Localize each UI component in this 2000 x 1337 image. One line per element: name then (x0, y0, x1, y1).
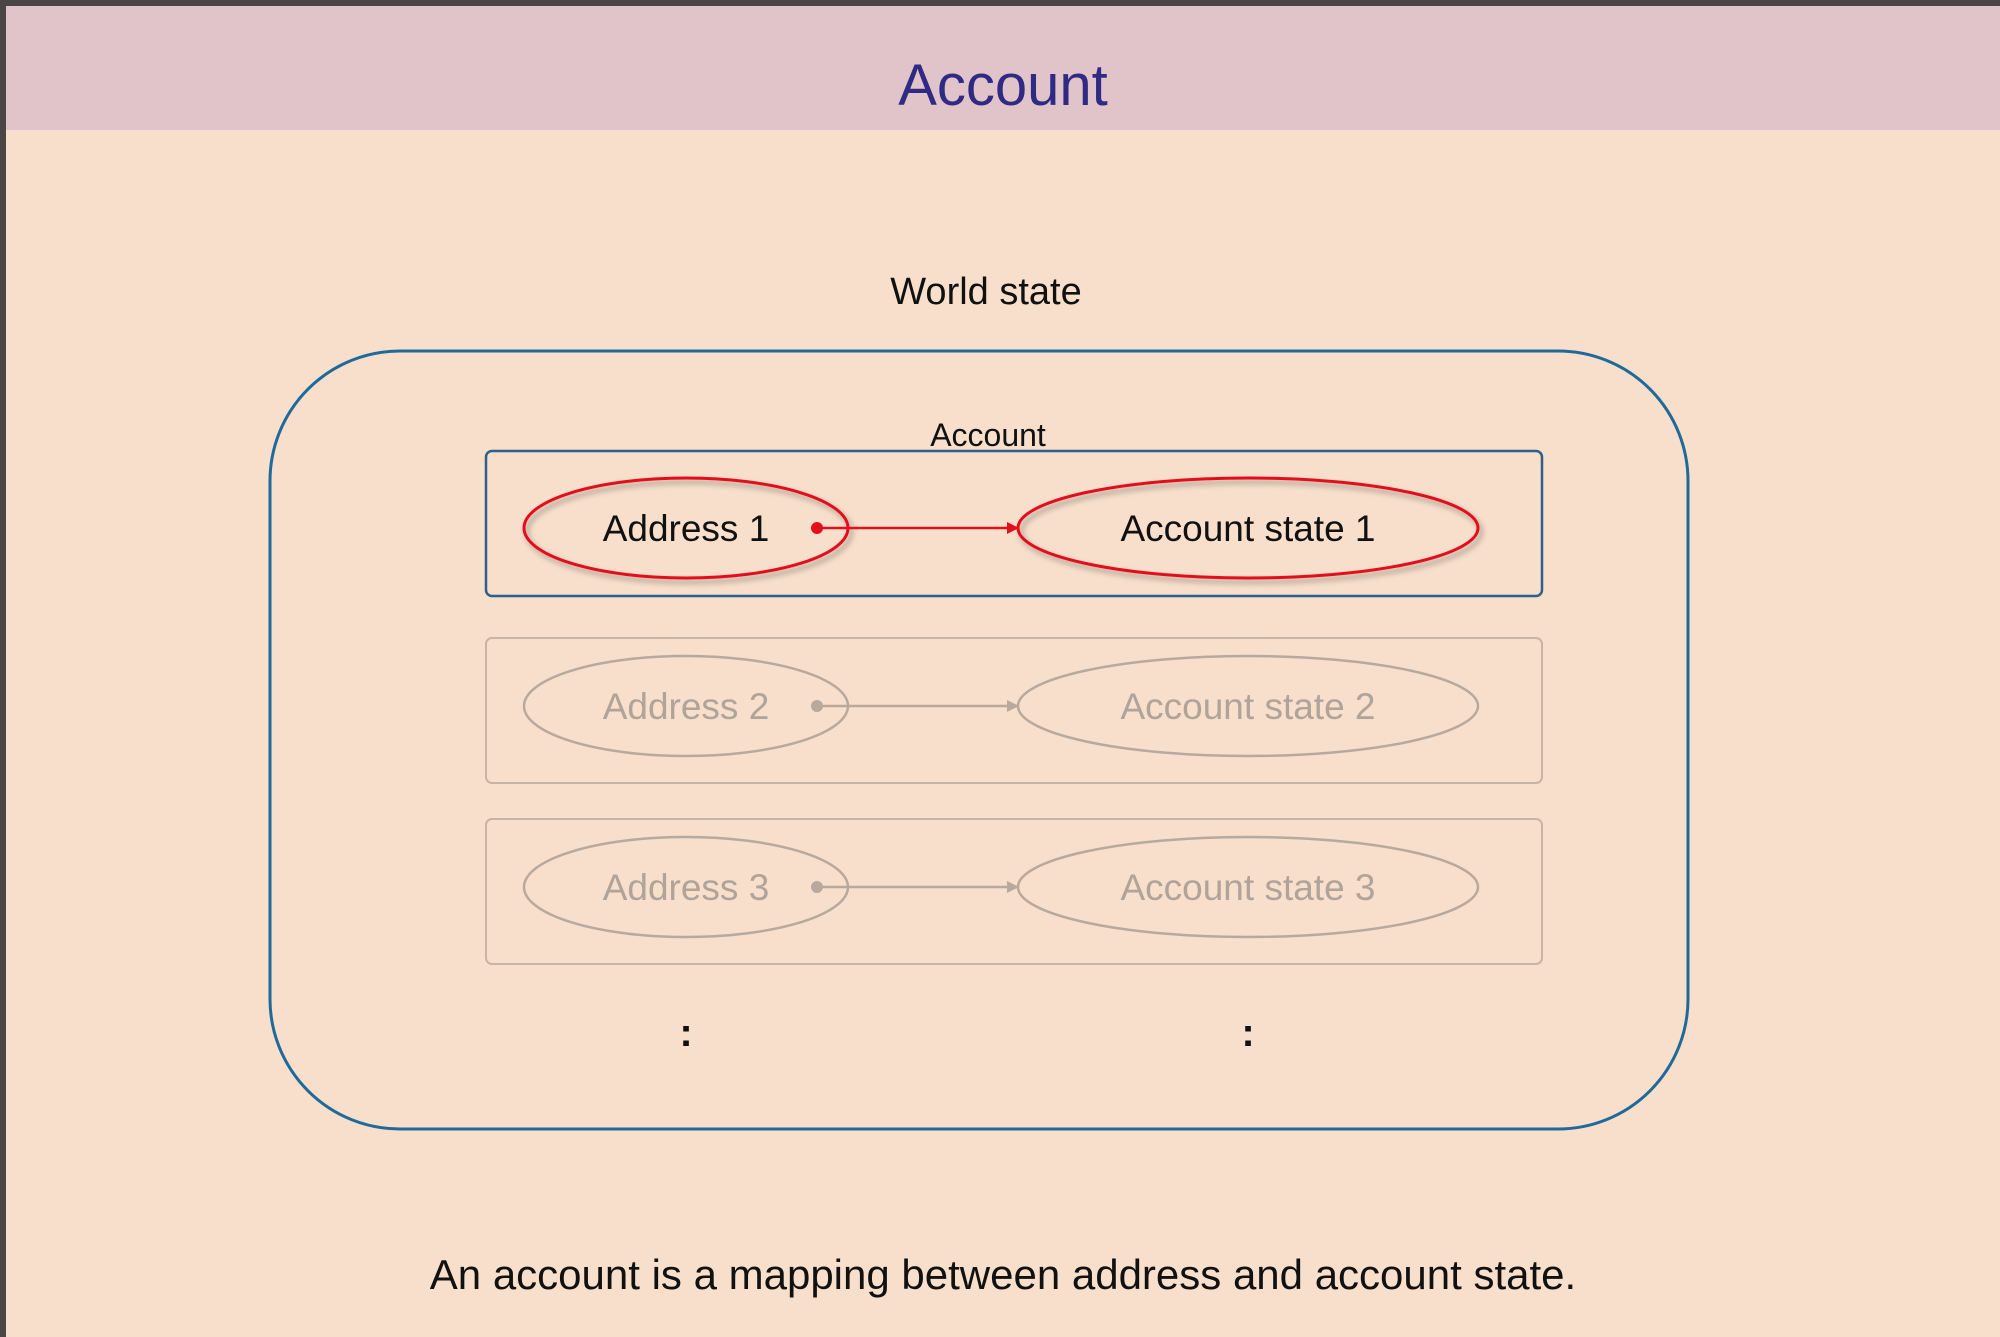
account-box (484, 449, 1544, 598)
account-row: Address 3 Account state 3 (485, 818, 1543, 965)
title-bar (6, 6, 2000, 130)
account-state-label: Account state 2 (1120, 686, 1375, 727)
world-state-diagram: World state Account Address 1 Account st… (268, 271, 1690, 1131)
account-box (485, 818, 1543, 965)
slide-title: Account (898, 53, 1108, 118)
continuation-mark: : (1241, 1011, 1254, 1055)
world-state-container (268, 349, 1690, 1131)
account-row: Address 2 Account state 2 (485, 637, 1543, 784)
account-state-label: Account state 1 (1120, 508, 1375, 549)
account-state-label: Account state 3 (1120, 867, 1375, 908)
slide-caption: An account is a mapping between address … (429, 1251, 1577, 1298)
address-label: Address 3 (603, 867, 770, 908)
continuation-mark: : (679, 1011, 692, 1055)
account-label: Account (930, 417, 1046, 453)
account-row: Address 1 Account state 1 (484, 449, 1544, 598)
address-label: Address 2 (603, 686, 770, 727)
address-label: Address 1 (603, 508, 770, 549)
account-box (485, 637, 1543, 784)
world-state-label: World state (890, 271, 1081, 313)
slide: Account World state Account Addres (6, 6, 2000, 1337)
